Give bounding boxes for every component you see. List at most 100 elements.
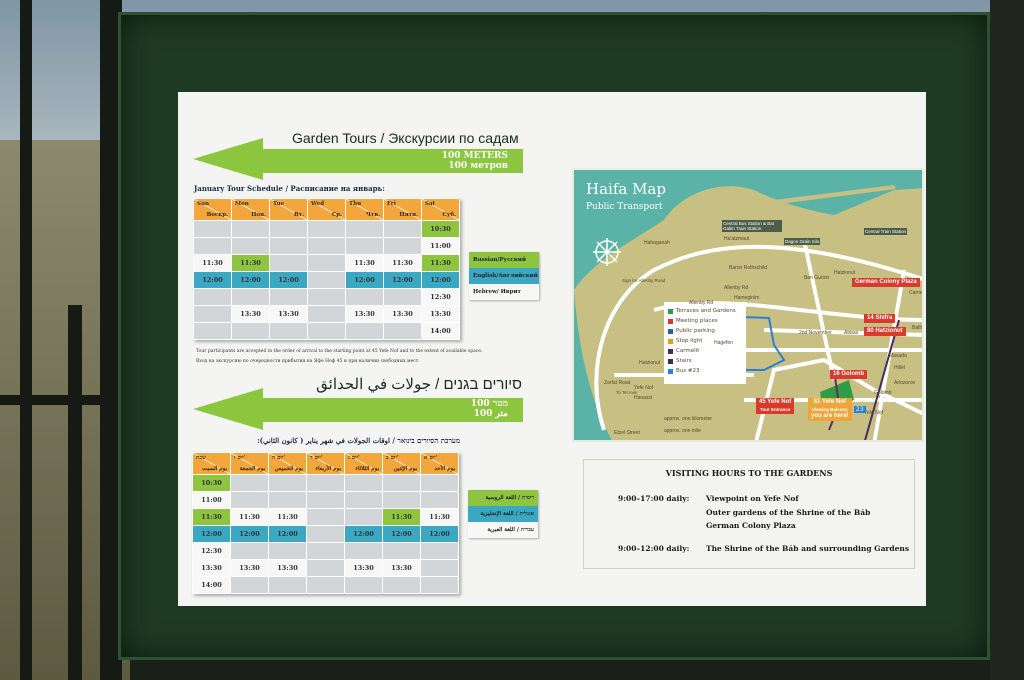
railing-bar (0, 395, 130, 405)
place-label: Dagon Grain Silo (784, 238, 821, 245)
tour-time-cell (346, 289, 383, 305)
tour-time-cell (194, 238, 231, 254)
day-name-alt: Чтв. (365, 212, 380, 218)
street-label: Arlozorov (894, 380, 916, 386)
left-arrow-icon (193, 388, 523, 430)
hours-time: 9:00–17:00 daily: (618, 494, 690, 503)
tour-time-cell (194, 221, 231, 237)
tour-time-cell: 10:30 (193, 475, 230, 491)
tour-time-cell (345, 577, 382, 593)
legend-item: אנגלית / اللغة الإنجليزية (468, 506, 538, 522)
street-label: Zarfat Road (604, 380, 631, 386)
tour-time-cell: 11:30 (232, 255, 269, 271)
tour-time-cell: 11:30 (421, 509, 458, 525)
tour-time-cell: 12:00 (384, 272, 421, 288)
tour-time-cell (307, 543, 344, 559)
tour-time-cell: 12:00 (345, 526, 382, 542)
street-label: Ha'atzmaut (724, 236, 750, 242)
tour-time-cell (383, 492, 420, 508)
tour-time-cell (345, 475, 382, 491)
day-name: יום ב' (386, 455, 399, 461)
tour-time-cell (231, 492, 268, 508)
day-name: יום ג' (348, 455, 360, 461)
place-label: To Tel Aviv (616, 390, 638, 395)
tour-time-cell (345, 543, 382, 559)
tour-time-cell (270, 255, 307, 271)
day-name: Fri (387, 201, 396, 207)
tour-time-cell: 11:30 (194, 255, 231, 271)
tour-time-cell (421, 577, 458, 593)
legend-swatch-icon (668, 318, 673, 324)
tour-time-cell: 13:30 (346, 306, 383, 322)
scale-km: approx. one kilometer (664, 416, 713, 422)
tour-time-cell: 11:30 (384, 255, 421, 271)
top-note-en: Tour participants are accepted in the or… (196, 349, 483, 354)
tour-time-cell (421, 560, 458, 576)
street-label: Hagefen (714, 340, 733, 346)
tour-time-cell: 11:30 (269, 509, 306, 525)
tour-time-cell: 12:00 (421, 526, 458, 542)
day-header: יום ו'يوم الجمعة (231, 453, 268, 474)
day-name-alt: Пон. (251, 212, 266, 218)
tour-time-cell (269, 577, 306, 593)
street-label: Hatzionut (834, 270, 856, 276)
label: Viewing Balcony (812, 407, 848, 412)
tour-time-cell: 12:00 (231, 526, 268, 542)
street-label: Allenby Rd (689, 300, 714, 306)
place-label: Central Train Station (864, 228, 908, 235)
tour-time-cell: 12:00 (383, 526, 420, 542)
tour-time-cell (194, 323, 231, 339)
tour-time-cell: 11:30 (383, 509, 420, 525)
distance-meters-ru: 100 метров (448, 161, 508, 171)
hours-place: The Shrine of the Báb and surrounding Ga… (706, 543, 910, 553)
legend-swatch-icon (668, 358, 673, 364)
tour-time-cell: 14:00 (193, 577, 230, 593)
day-header: יום ד'يوم الأربعاء (307, 453, 344, 474)
day-name-alt: يوم الأحد (434, 466, 455, 472)
top-schedule-label: January Tour Schedule / Расписание на ян… (194, 184, 385, 193)
hours-place: Viewpoint on Yefe Nof (706, 494, 799, 503)
legend-label: Carmelit (676, 348, 700, 354)
tour-time-cell (270, 238, 307, 254)
tour-time-cell (383, 475, 420, 491)
day-name-alt: Пятн. (399, 212, 418, 218)
tour-time-cell: 13:30 (269, 560, 306, 576)
tour-time-cell (194, 306, 231, 322)
map-legend-item: Meeting places (668, 316, 742, 326)
tour-time-cell: 12:30 (422, 289, 459, 305)
street-label: Hanassi (634, 395, 653, 401)
tour-time-cell (231, 543, 268, 559)
tour-time-cell (345, 509, 382, 525)
tour-time-cell (308, 238, 345, 254)
visiting-hours-title: VISITING HOURS TO THE GARDENS (665, 468, 833, 478)
street-label: Yefe Nof (864, 410, 883, 416)
street-label: Baron Rothschild (729, 265, 768, 271)
street-label: Abbas (844, 330, 859, 336)
day-name-alt: يوم الإثنين (393, 466, 417, 472)
map-title: Haifa Map (586, 180, 666, 198)
bottom-schedule-label: מערכת הסיורים בינואר / اوقات الجولات في … (257, 436, 460, 445)
tour-time-cell (384, 238, 421, 254)
legend-item: Russian/Русский (469, 252, 539, 268)
tour-time-cell (421, 475, 458, 491)
tour-time-cell: 12:00 (270, 272, 307, 288)
tour-time-cell: 11:00 (193, 492, 230, 508)
distance-meters: 100 METERS (441, 151, 508, 161)
tour-time-cell (384, 323, 421, 339)
tour-time-cell (384, 221, 421, 237)
day-name: Sun (197, 201, 209, 207)
tour-time-cell (346, 221, 383, 237)
tour-time-cell: 12:00 (193, 526, 230, 542)
